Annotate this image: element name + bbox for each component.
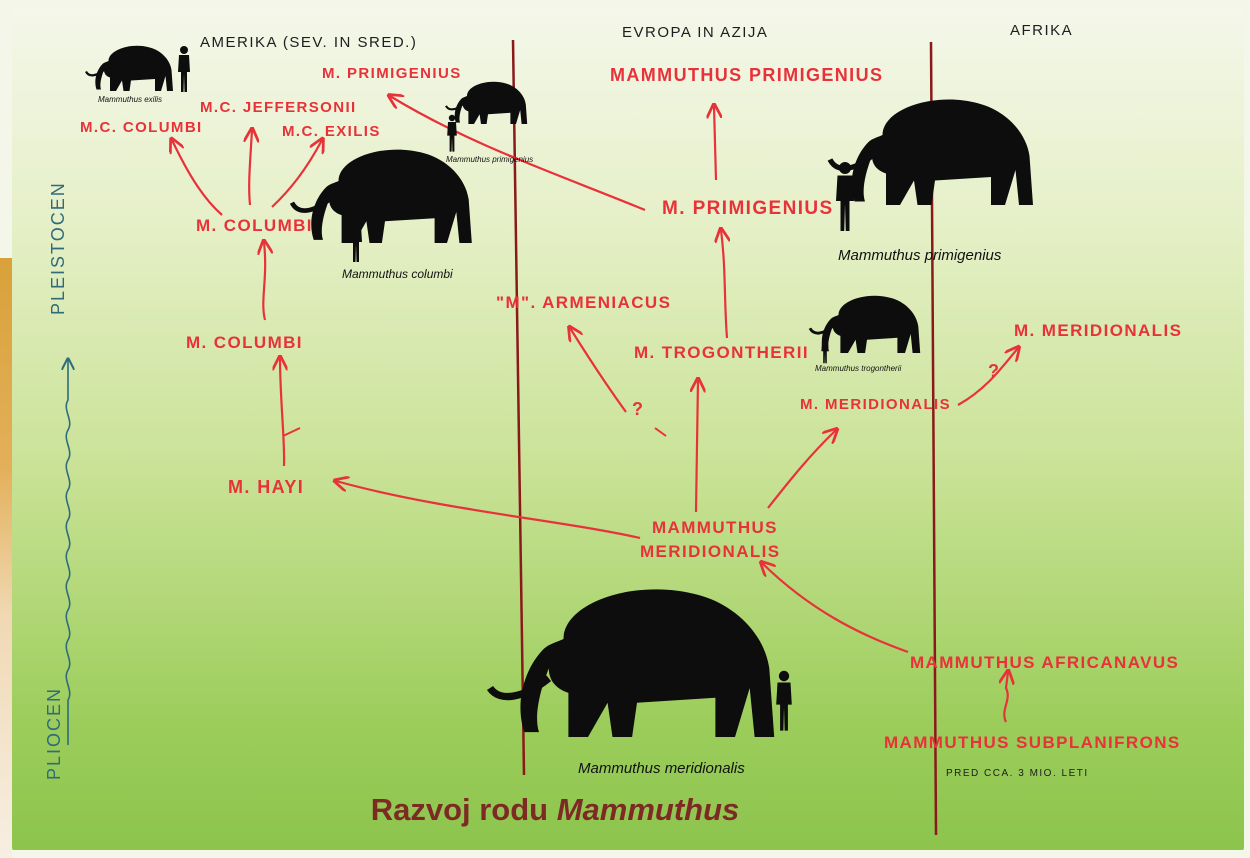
arrow-primigenius-mammuthus-primigenius: [714, 106, 716, 180]
region-africa: AFRIKA: [1010, 22, 1073, 39]
epoch-pliocene: PLIOCEN: [44, 687, 65, 780]
mammoth-columbi-silhouette: [292, 150, 472, 243]
arrow-trogontherii-primigenius: [721, 230, 727, 338]
arrow-question-armeniacus: [570, 328, 626, 412]
caption-mammuthus-trogontherii: Mammuthus trogontherii: [815, 364, 901, 373]
divider-america-eurasia: [513, 40, 524, 775]
arrow-columbi-jeffersonii: [249, 130, 252, 205]
label-mammuthus-primigenius: MAMMUTHUS PRIMIGENIUS: [610, 66, 883, 86]
label-m-c-jeffersonii: M.C. JEFFERSONII: [200, 100, 357, 117]
label-m-subplanifrons: MAMMUTHUS SUBPLANIFRONS: [884, 734, 1181, 753]
caption-mammuthus-exilis: Mammuthus exilis: [98, 95, 162, 104]
question-mark-armeniacus: ?: [632, 400, 644, 420]
human-silhouette-exilis: [178, 46, 190, 92]
label-m-c-columbi: M.C. COLUMBI: [80, 120, 203, 137]
label-mammuthus-meridionalis-line1: MAMMUTHUS: [652, 519, 778, 538]
caption-mammuthus-primigenius-small: Mammuthus primigenius: [446, 155, 533, 164]
timeline-arrow: [66, 360, 69, 745]
label-m-hayi: M. HAYI: [228, 478, 304, 498]
arrow-columbi-columbi: [263, 242, 265, 320]
human-silhouette-meridionalis: [776, 671, 792, 731]
label-m-armeniacus: "M". ARMENIACUS: [496, 294, 671, 313]
mammoth-primigenius-large-silhouette: [830, 100, 1033, 205]
region-america: AMERIKA (SEV. IN SRED.): [200, 34, 417, 51]
mammoth-primigenius-small-silhouette: [446, 82, 527, 124]
label-m-africanavus: MAMMUTHUS AFRICANAVUS: [910, 654, 1179, 673]
arrow-meridionalis-hayi: [336, 481, 640, 538]
label-m-c-exilis: M.C. EXILIS: [282, 124, 381, 141]
label-subplanifrons-date: PRED CCA. 3 MIO. LETI: [946, 768, 1089, 779]
label-m-columbi-upper: M. COLUMBI: [196, 217, 313, 236]
arrow-columbi-exilis: [272, 140, 322, 207]
arrow-meridionalis-meridionalis-eurasia: [768, 430, 836, 508]
mammoth-meridionalis-silhouette: [490, 589, 774, 737]
arrow-africanavus-meridionalis: [762, 563, 908, 652]
label-m-trogontherii: M. TROGONTHERII: [634, 344, 809, 363]
epoch-pleistocene: PLEISTOCEN: [48, 181, 69, 315]
arrow-columbi-c-columbi: [172, 140, 222, 215]
label-m-primigenius-eurasia: M. PRIMIGENIUS: [662, 199, 834, 220]
label-m-meridionalis-africa: M. MERIDIONALIS: [1014, 322, 1182, 341]
mammoth-exilis-silhouette: [86, 46, 173, 91]
label-m-meridionalis-eurasia: M. MERIDIONALIS: [800, 397, 951, 414]
caption-mammuthus-primigenius-large: Mammuthus primigenius: [838, 247, 1001, 264]
label-m-primigenius-america: M. PRIMIGENIUS: [322, 66, 462, 83]
title-genus: Mammuthus: [557, 792, 740, 827]
title-prefix: Razvoj rodu: [371, 792, 557, 827]
question-mark-africa: ?: [988, 362, 1000, 382]
diagram-title: Razvoj rodu Mammuthus: [0, 792, 1110, 828]
label-m-columbi-lower: M. COLUMBI: [186, 334, 303, 353]
caption-mammuthus-columbi: Mammuthus columbi: [342, 267, 453, 281]
arrow-subplanifrons-africanavus: [1004, 672, 1008, 722]
label-mammuthus-meridionalis-line2: MERIDIONALIS: [640, 543, 781, 562]
caption-mammuthus-meridionalis: Mammuthus meridionalis: [578, 760, 745, 777]
human-silhouette-primigenius-large: [836, 162, 854, 231]
region-eurasia: EVROPA IN AZIJA: [622, 24, 768, 41]
arrow-hayi-columbi: [280, 358, 284, 466]
arrow-meridionalis-trogontherii: [696, 380, 698, 512]
